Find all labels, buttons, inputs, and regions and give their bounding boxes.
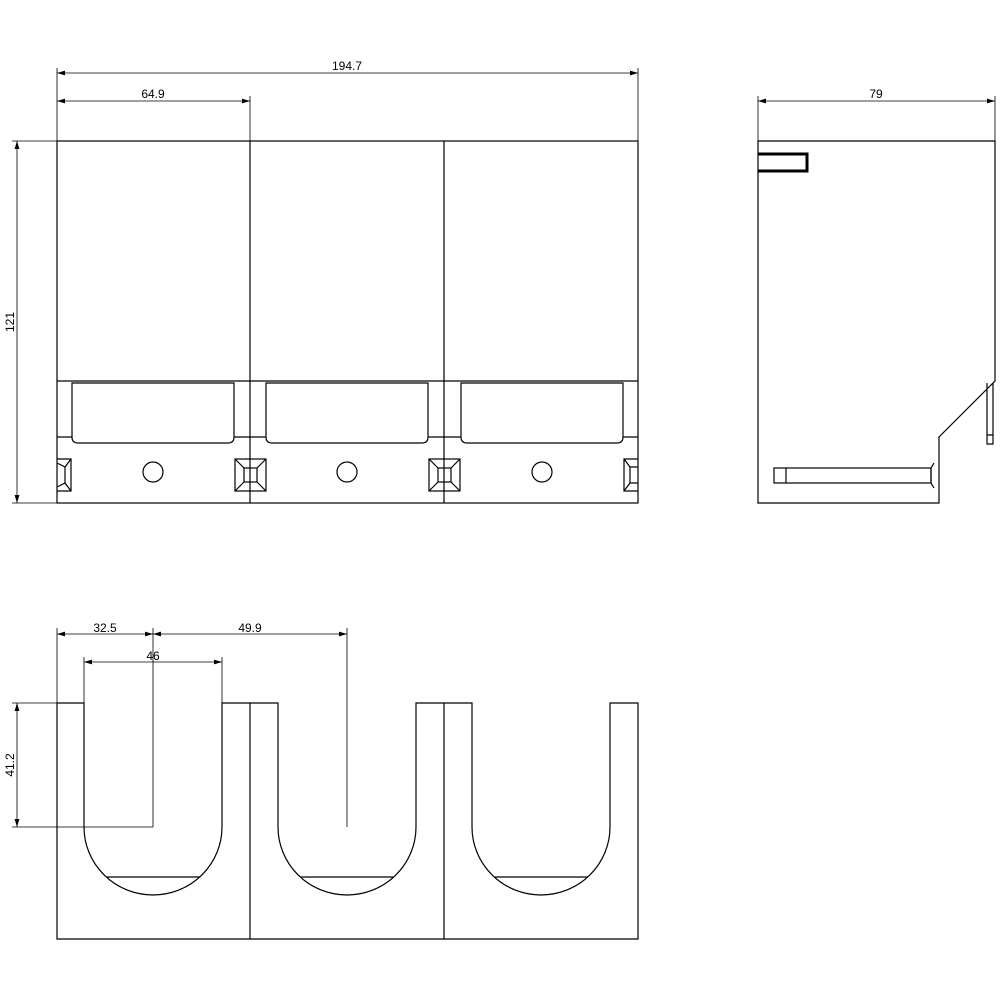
screw-hole bbox=[336, 461, 358, 483]
screw-hole bbox=[531, 461, 553, 483]
dim-module-width: 64.9 bbox=[141, 87, 165, 101]
front-view: 194.7 64.9 121 bbox=[3, 59, 639, 504]
dim-slot-depth: 41.2 bbox=[3, 753, 17, 777]
bottom-view: 32.5 49.9 46 41.2 bbox=[3, 621, 639, 940]
dim-overall-width: 194.7 bbox=[332, 59, 362, 73]
screw-hole bbox=[142, 461, 164, 483]
dim-slot-width: 46 bbox=[146, 649, 160, 663]
side-view: 79 bbox=[757, 87, 996, 504]
mounting-squares bbox=[56, 458, 638, 492]
dim-height: 121 bbox=[3, 312, 17, 332]
dim-offset-first: 32.5 bbox=[93, 621, 117, 635]
dim-pitch: 49.9 bbox=[238, 621, 262, 635]
dim-depth: 79 bbox=[869, 87, 883, 101]
